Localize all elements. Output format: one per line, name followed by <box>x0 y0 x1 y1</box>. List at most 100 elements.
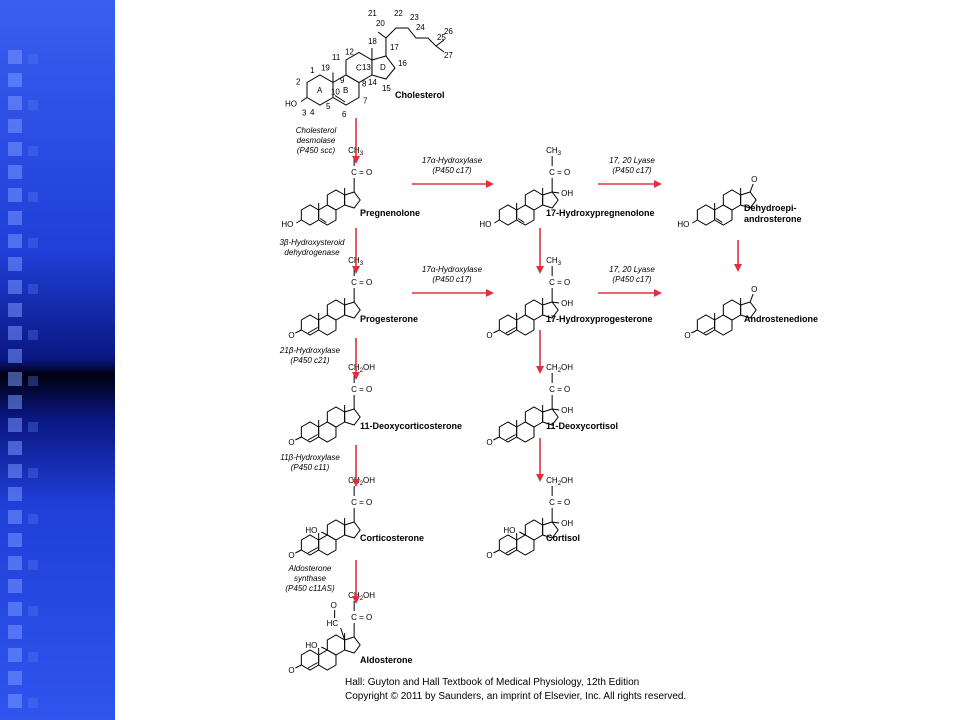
hydroxyl-group: HO <box>305 526 317 535</box>
c17-bond <box>749 183 754 193</box>
band-square <box>8 671 22 685</box>
carbonyl-oxygen: = O <box>557 385 570 394</box>
carbon-number-25: 25 <box>437 33 446 42</box>
hydroxyl-group: OH <box>561 519 573 528</box>
double-bond <box>307 434 318 441</box>
ring-c <box>326 299 346 321</box>
hydroxymethyl-group: CH2OH <box>348 476 375 487</box>
compound-label-progesterone: Progesterone <box>360 314 418 324</box>
carbonyl-oxygen: = O <box>359 385 372 394</box>
band-square <box>8 694 22 708</box>
band-square <box>8 487 22 501</box>
hydroxyl-group: HO <box>305 641 317 650</box>
hydroxyl-group: OH <box>561 189 573 198</box>
carbonyl-oxygen: = O <box>359 168 372 177</box>
c17-oh-bond <box>552 191 560 194</box>
enzyme-17a-hydroxylase-row1-line-1: 17α-Hydroxylase <box>422 156 483 165</box>
ring-d <box>371 55 396 80</box>
hydroxymethyl-group: CH2OH <box>546 476 573 487</box>
c11-bond <box>519 531 526 536</box>
ring-c <box>524 189 544 211</box>
ring-c <box>326 519 346 541</box>
ring-c <box>524 519 544 541</box>
c3-bond <box>493 549 500 554</box>
band-square <box>8 648 22 662</box>
carbon-number-3: 3 <box>302 109 307 118</box>
enzyme-17a-hydroxylase-row2-line-2: (P450 c17) <box>432 275 471 284</box>
hydroxymethyl-group: CH2OH <box>348 591 375 602</box>
enzyme-cholesterol-desmolase-line-1: Cholesterol <box>296 126 337 135</box>
c3-bond <box>296 219 302 224</box>
band-square <box>8 579 22 593</box>
band-square-small <box>28 192 38 202</box>
ketone-oxygen: O <box>751 175 757 184</box>
band-square-small <box>28 468 38 478</box>
enzyme-aldosterone-synthase-line-1: Aldosterone <box>288 564 332 573</box>
ring-d <box>344 301 361 319</box>
ketone-oxygen: O <box>288 551 294 560</box>
carbon-20: C <box>351 278 357 287</box>
carbon-20: C <box>351 613 357 622</box>
enzyme-17-20-lyase-row2-line-1: 17, 20 Lyase <box>609 265 655 274</box>
ketone-oxygen: O <box>288 666 294 675</box>
band-square-small <box>28 146 38 156</box>
band-square <box>8 326 22 340</box>
band-square-small <box>28 514 38 524</box>
compound-label-corticosterone: Corticosterone <box>360 533 424 543</box>
carbonyl-oxygen: = O <box>557 498 570 507</box>
c11-bond <box>321 646 328 651</box>
band-square-small <box>28 284 38 294</box>
carbon-number-5: 5 <box>326 102 331 111</box>
carbonyl-oxygen: = O <box>557 278 570 287</box>
ring-a <box>300 204 320 226</box>
carbon-number-26: 26 <box>444 27 453 36</box>
ring-label-b: B <box>343 86 348 95</box>
ring-c <box>326 634 346 656</box>
compound-label-dhea-line1: Dehydroepi- <box>744 203 797 213</box>
carbon-number-7: 7 <box>363 97 368 106</box>
carbon-20: C <box>549 168 555 177</box>
aldehyde-bond <box>340 627 346 641</box>
c3-bond <box>300 97 308 102</box>
band-square <box>8 50 22 64</box>
band-square-small <box>28 422 38 432</box>
enzyme-17a-hydroxylase-row2-line-1: 17α-Hydroxylase <box>422 265 483 274</box>
ring-c <box>326 189 346 211</box>
enzyme-11b-hydroxylase-line-2: (P450 c11) <box>291 463 330 472</box>
citation-line-1: Hall: Guyton and Hall Textbook of Medica… <box>345 677 640 688</box>
ring-label-d: D <box>380 63 386 72</box>
carbon-20: C <box>549 385 555 394</box>
hydroxyl-group: HO <box>677 220 689 229</box>
carbon-number-13: 13 <box>362 63 371 72</box>
c3-bond <box>295 436 302 441</box>
band-square <box>8 96 22 110</box>
band-square <box>8 280 22 294</box>
double-bond <box>703 327 714 334</box>
band-square <box>8 602 22 616</box>
ring-d <box>344 636 361 654</box>
carbon-number-12: 12 <box>345 48 354 57</box>
side-chain <box>377 31 387 39</box>
ketone-oxygen: O <box>684 331 690 340</box>
c3-bond <box>493 329 500 334</box>
band-square <box>8 303 22 317</box>
c3-bond <box>493 436 500 441</box>
c17-oh-bond <box>552 521 560 524</box>
double-bond <box>505 434 516 441</box>
band-square-small <box>28 652 38 662</box>
hydroxyl-group: OH <box>561 406 573 415</box>
carbon-number-24: 24 <box>416 23 425 32</box>
ring-d <box>542 191 559 209</box>
hydroxyl-group: HO <box>503 526 515 535</box>
ring-d <box>542 408 559 426</box>
methyl-group: CH3 <box>546 256 562 267</box>
double-bond <box>307 662 318 669</box>
citation-line-2: Copyright © 2011 by Saunders, an imprint… <box>345 691 687 702</box>
carbon-number-18: 18 <box>368 37 377 46</box>
